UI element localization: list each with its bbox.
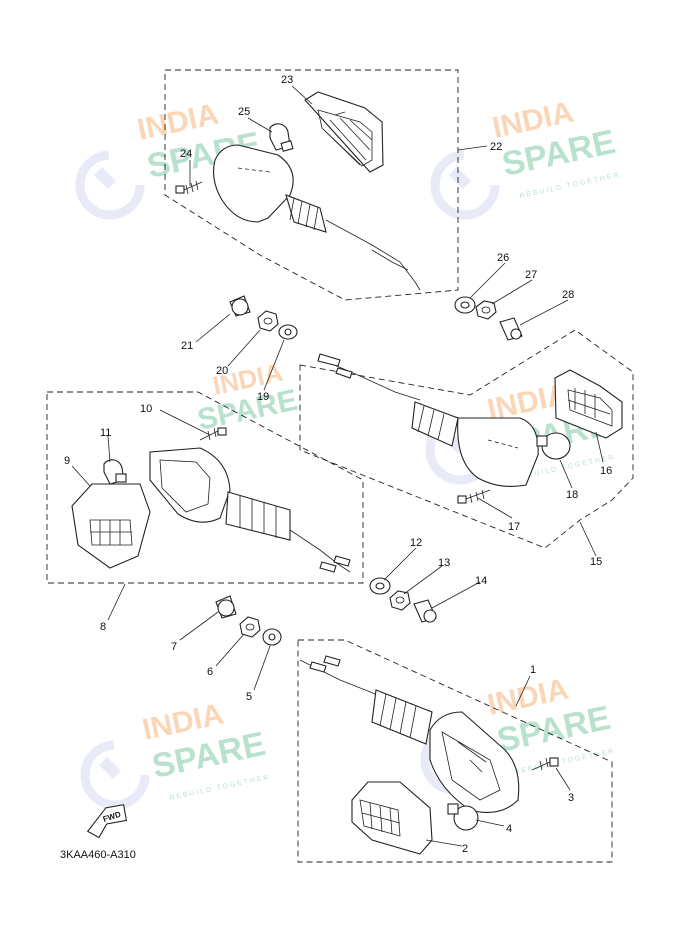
lens-16 [554, 369, 623, 439]
assembly-box-15 [299, 329, 634, 549]
washer-12 [369, 577, 391, 595]
callout-14: 14 [475, 575, 487, 587]
callout-20: 20 [216, 365, 228, 377]
callout-16: 16 [600, 465, 612, 477]
callout-13: 13 [438, 557, 450, 569]
callout-7: 7 [171, 641, 177, 653]
callout-9: 9 [64, 455, 70, 467]
turn-signal-assembly-top [175, 91, 421, 291]
screw-3 [531, 757, 559, 771]
washer-5 [262, 628, 282, 646]
leader-lines [71, 85, 604, 847]
washer-19 [278, 324, 298, 340]
housing-top [213, 144, 294, 223]
housing-right [457, 417, 539, 487]
fwd-arrow: FWD [86, 804, 128, 839]
callout-22: 22 [490, 141, 502, 153]
watermark-middle-left: INDIA SPARE [195, 357, 301, 437]
callout-17: 17 [508, 521, 520, 533]
callout-18: 18 [566, 489, 578, 501]
callout-21: 21 [181, 340, 193, 352]
nut-13 [389, 590, 411, 611]
turn-signal-assembly-bottom [299, 655, 559, 855]
callout-12: 12 [410, 537, 422, 549]
screw-17 [457, 489, 491, 504]
callout-numbers: 23 25 24 22 26 27 28 21 20 19 10 11 9 16… [64, 74, 612, 855]
callout-15: 15 [590, 556, 602, 568]
callout-1: 1 [530, 664, 536, 676]
cap-14 [413, 599, 437, 623]
housing-left [149, 447, 231, 523]
stem-right [411, 401, 459, 447]
nut-27 [475, 300, 497, 320]
assembly-box-22 [164, 69, 459, 301]
callout-19: 19 [257, 391, 269, 403]
callout-4: 4 [506, 823, 512, 835]
bulb-11 [103, 459, 127, 485]
assembly-box-8 [46, 391, 364, 584]
stem-left [225, 491, 291, 541]
turn-signal-assembly-right [317, 353, 623, 504]
stem-top [285, 194, 421, 291]
callout-24: 24 [180, 148, 192, 160]
screw-24 [175, 180, 203, 195]
bulb-4 [447, 803, 479, 831]
callout-10: 10 [140, 403, 152, 415]
watermark-bottom-left: INDIA SPARE REBUILD TOGETHER [85, 698, 271, 805]
callout-11: 11 [100, 427, 111, 439]
turn-signal-assembly-left [71, 427, 351, 573]
callout-28: 28 [562, 289, 574, 301]
washer-26 [454, 296, 476, 314]
nut-6 [239, 616, 261, 638]
callout-3: 3 [568, 792, 574, 804]
callout-2: 2 [462, 843, 468, 855]
watermark-top-right: INDIA SPARE REBUILD TOGETHER [435, 96, 621, 215]
assembly-box-1 [297, 639, 613, 863]
callout-8: 8 [100, 621, 106, 633]
screw-10 [199, 427, 227, 441]
watermark: INDIA SPARE INDIA SPARE REBUILD TOGETHER… [80, 96, 621, 805]
stem-bottom [371, 689, 433, 745]
callout-25: 25 [238, 106, 250, 118]
callout-6: 6 [207, 666, 213, 678]
callout-26: 26 [497, 252, 509, 264]
lens-23 [304, 91, 384, 173]
cap-21 [229, 295, 251, 317]
bulb-18 [536, 432, 571, 460]
bulb-25 [269, 123, 294, 152]
drawing-code: 3KAA460-A310 [60, 849, 136, 861]
cap-7 [215, 595, 237, 619]
nut-20 [257, 310, 279, 332]
callout-27: 27 [525, 269, 537, 281]
callout-5: 5 [246, 691, 252, 703]
lens-9 [71, 483, 151, 569]
housing-bottom [429, 711, 520, 813]
lens-2 [351, 781, 433, 855]
cap-28 [499, 317, 523, 341]
callout-23: 23 [281, 74, 293, 86]
